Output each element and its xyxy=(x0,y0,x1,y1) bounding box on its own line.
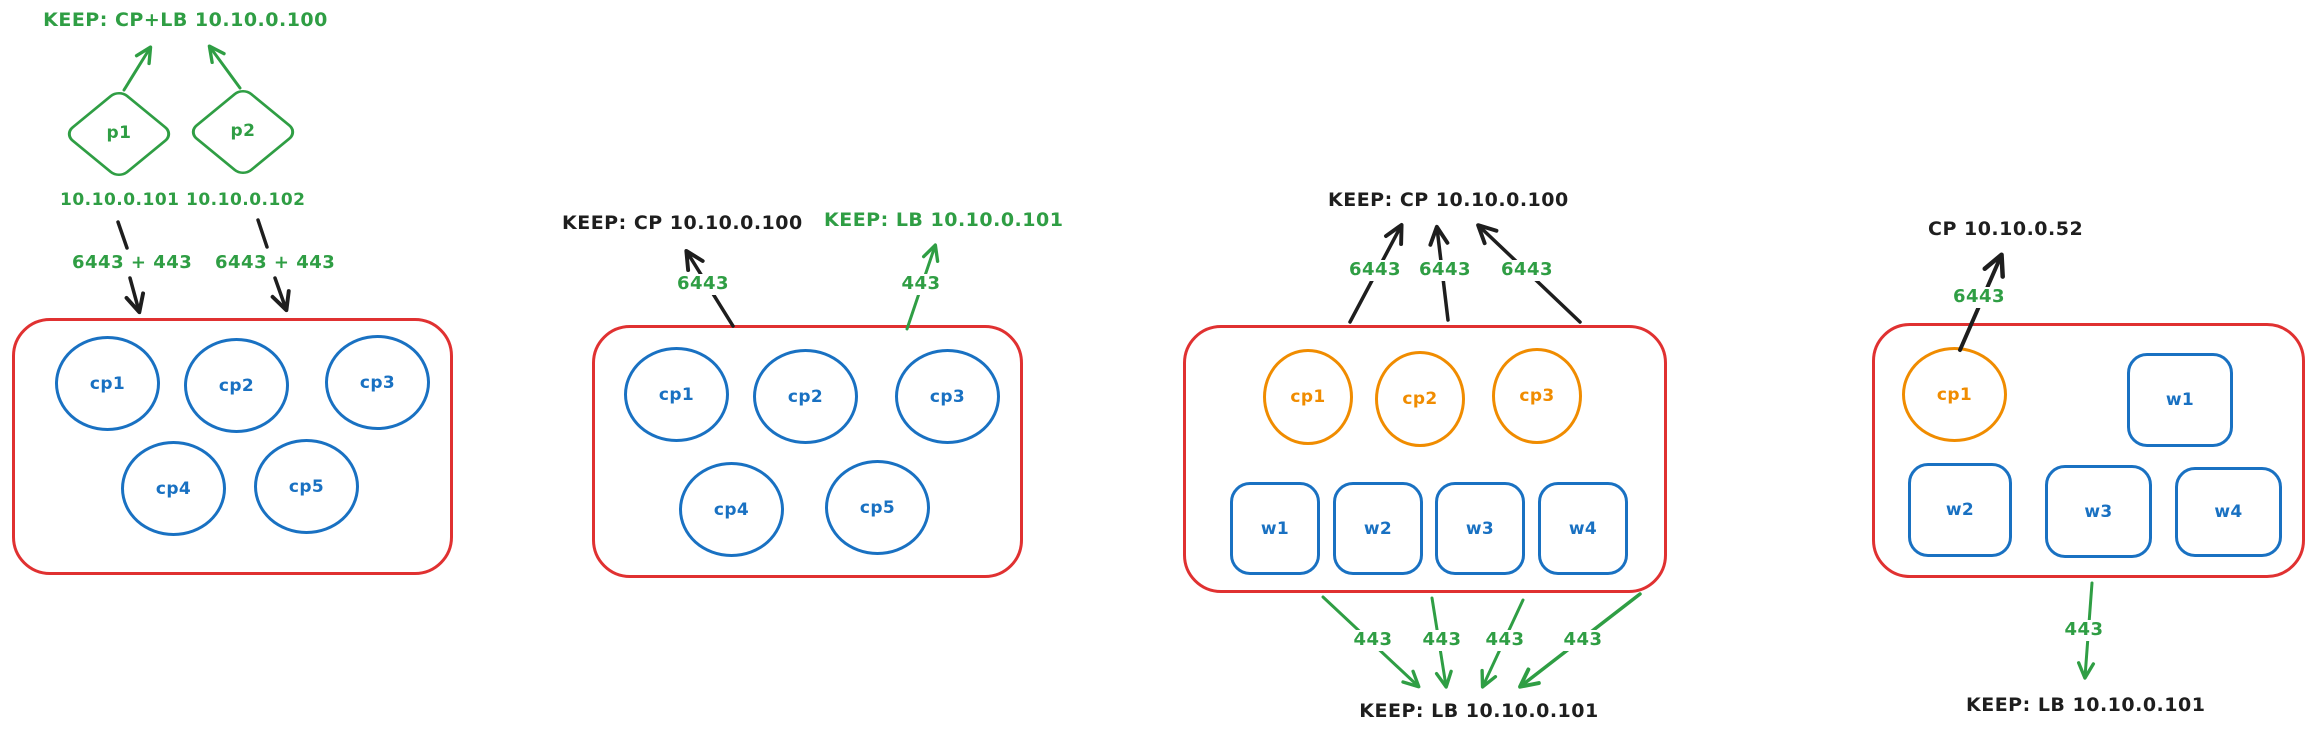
s1-proxy-p2-label: p2 xyxy=(230,121,256,141)
s1-proxy-p1-ip-label: 10.10.0.101 xyxy=(60,190,180,210)
s1-node-cp1: cp1 xyxy=(55,336,160,431)
s4-cp-endpoint-label: CP 10.10.0.52 xyxy=(1928,218,2084,240)
s3-cp-port-label-3: 6443 xyxy=(1498,259,1556,281)
s1-arrow-p2-to-cluster-lower xyxy=(270,276,291,313)
s3-node-w1: w1 xyxy=(1230,482,1320,575)
s4-keepalived-lb-vip-label: KEEP: LB 10.10.0.101 xyxy=(1966,694,2206,716)
s1-node-cp4: cp4 xyxy=(121,441,226,536)
s1-node-cp3: cp3 xyxy=(325,335,430,430)
s3-lb-port-label-4: 443 xyxy=(1560,629,1606,651)
s3-keepalived-cp-vip-label: KEEP: CP 10.10.0.100 xyxy=(1328,189,1569,211)
s4-node-cp1: cp1 xyxy=(1902,347,2007,442)
s3-node-w2: w2 xyxy=(1333,482,1423,575)
s1-node-cp5: cp5 xyxy=(254,439,359,534)
s1-proxy-p1-label: p1 xyxy=(106,123,132,143)
s2-node-cp1: cp1 xyxy=(624,347,729,442)
s3-lb-port-label-2: 443 xyxy=(1420,629,1464,651)
s1-proxy-p2-ip-label: 10.10.0.102 xyxy=(186,190,306,210)
s3-lb-port-label-3: 443 xyxy=(1482,629,1528,651)
s2-node-cp5: cp5 xyxy=(825,460,930,555)
s3-cluster-boundary xyxy=(1183,325,1667,593)
s4-node-w1: w1 xyxy=(2127,353,2233,447)
s4-lb-port-label: 443 xyxy=(2060,619,2108,641)
s1-arrow-p1-to-cluster-upper xyxy=(116,220,129,250)
s1-arrow-p1-to-cluster-lower xyxy=(124,276,146,315)
s1-arrow-p2-to-cluster-upper xyxy=(256,218,269,249)
s2-lb-port-label: 443 xyxy=(898,273,944,295)
s3-keepalived-lb-vip-label: KEEP: LB 10.10.0.101 xyxy=(1359,700,1599,722)
s4-node-w2: w2 xyxy=(1908,463,2012,557)
s1-cluster-boundary xyxy=(12,318,453,575)
s4-cluster-boundary xyxy=(1872,323,2305,578)
s2-keepalived-cp-vip-label: KEEP: CP 10.10.0.100 xyxy=(562,212,803,234)
s4-cp-port-label: 6443 xyxy=(1950,286,2008,308)
s2-cp-port-label: 6443 xyxy=(674,273,732,295)
s3-node-cp2: cp2 xyxy=(1375,351,1465,447)
s3-cp-port-label-2: 6443 xyxy=(1416,259,1474,281)
s2-node-cp3: cp3 xyxy=(895,349,1000,444)
s4-node-w3: w3 xyxy=(2045,465,2152,558)
s3-node-cp1: cp1 xyxy=(1263,349,1353,445)
s1-proxy-p1-ports-label: 6443 + 443 xyxy=(70,252,193,274)
s1-node-cp2: cp2 xyxy=(184,338,289,433)
s1-arrow-p1-to-vip xyxy=(122,45,153,92)
s3-node-w3: w3 xyxy=(1435,482,1525,575)
s2-cluster-boundary xyxy=(592,325,1023,578)
s1-arrow-p2-to-vip xyxy=(207,44,242,90)
s1-proxy-p2-ports-label: 6443 + 443 xyxy=(213,252,336,274)
s1-keepalived-cp-lb-vip-label: KEEP: CP+LB 10.10.0.100 xyxy=(43,9,328,31)
s2-node-cp4: cp4 xyxy=(679,462,784,557)
s3-lb-port-label-1: 443 xyxy=(1350,629,1396,651)
s3-node-cp3: cp3 xyxy=(1492,348,1582,444)
s3-cp-port-label-1: 6443 xyxy=(1346,259,1404,281)
s4-node-w4: w4 xyxy=(2175,467,2282,557)
s3-node-w4: w4 xyxy=(1538,482,1628,575)
s2-keepalived-lb-vip-label: KEEP: LB 10.10.0.101 xyxy=(824,209,1064,231)
s2-node-cp2: cp2 xyxy=(753,349,858,444)
